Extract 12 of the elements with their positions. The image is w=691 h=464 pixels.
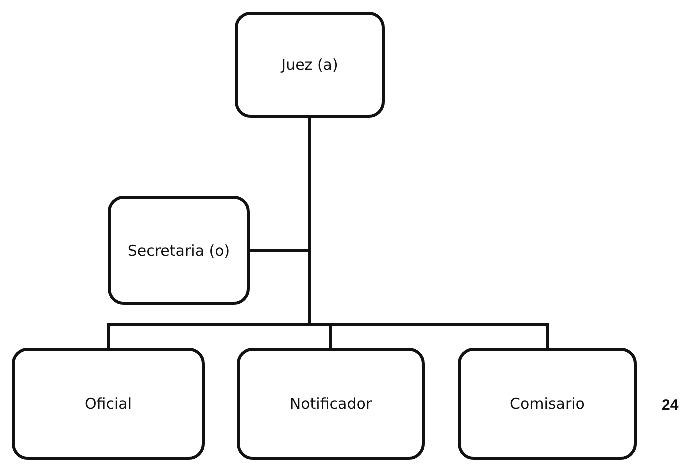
org-box bbox=[458, 348, 637, 460]
role-label: Secretaria (o) bbox=[128, 242, 230, 260]
org-box bbox=[235, 12, 385, 118]
connector-line bbox=[308, 118, 549, 348]
role-label: Comisario bbox=[510, 395, 585, 413]
role-label: Notificador bbox=[290, 395, 372, 413]
org-box bbox=[237, 348, 425, 460]
org-box bbox=[108, 196, 250, 305]
role-label: Oficial bbox=[84, 395, 132, 413]
role-label: Juez (a) bbox=[282, 56, 338, 74]
org-box bbox=[12, 348, 205, 460]
page-number: 24 bbox=[662, 397, 679, 414]
